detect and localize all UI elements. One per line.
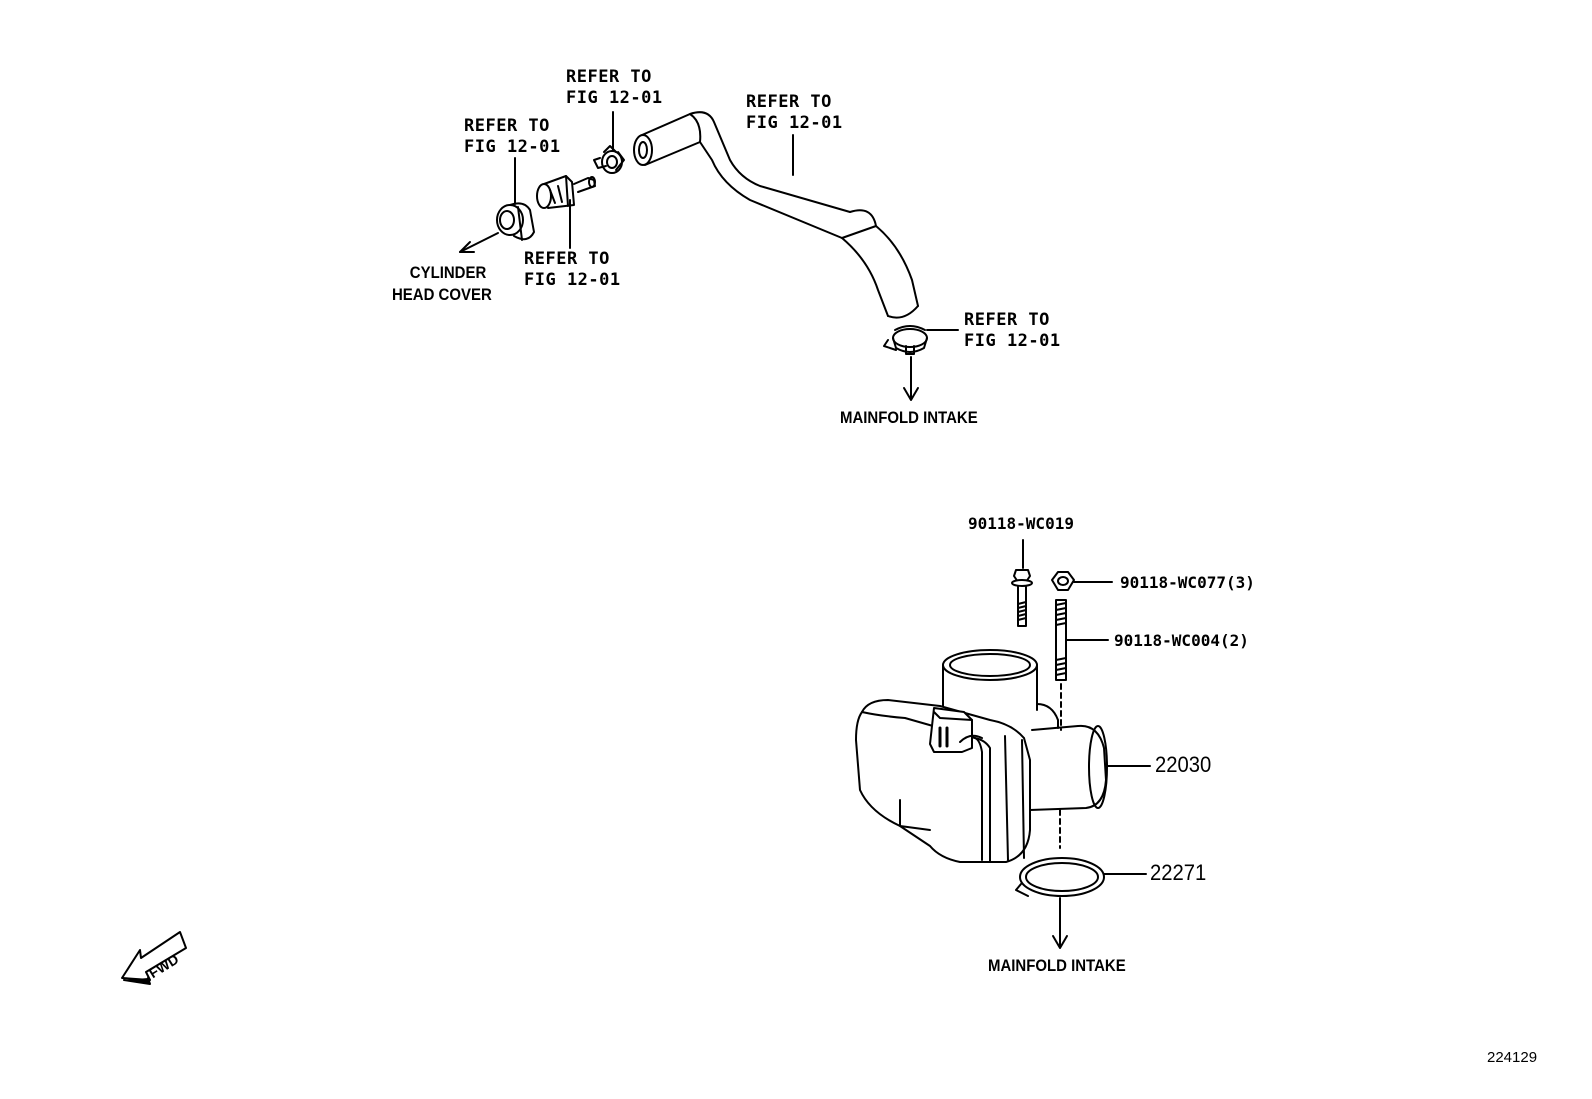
fwd-arrow-icon — [121, 931, 187, 985]
part-number-bolt: 90118-WC019 — [968, 514, 1074, 533]
callout-refer-top: REFER TO FIG 12-01 — [566, 67, 663, 108]
part-number-stud: 90118-WC004(2) — [1114, 631, 1249, 650]
hose-clamp-small — [593, 145, 625, 174]
dest-manifold-intake-lower: MAINFOLD INTAKE — [988, 956, 1126, 975]
callout-refer-clamp: REFER TO FIG 12-01 — [964, 310, 1061, 351]
figure-id: 224129 — [1487, 1049, 1538, 1066]
stud — [1055, 599, 1067, 681]
gasket — [1015, 857, 1105, 897]
pcv-valve — [536, 175, 596, 209]
part-number-nut: 90118-WC077(3) — [1120, 573, 1255, 592]
callout-refer-hose: REFER TO FIG 12-01 — [746, 92, 843, 133]
part-number-throttle-body: 22030 — [1155, 752, 1212, 777]
grommet — [496, 202, 535, 241]
nut — [1051, 571, 1075, 591]
arrow-to-cylinder-head-cover — [459, 232, 499, 253]
ventilation-hose — [633, 111, 919, 319]
dest-cylinder-head-cover: CYLINDER HEAD COVER — [392, 263, 492, 304]
dest-manifold-intake-upper: MAINFOLD INTAKE — [840, 408, 978, 427]
callout-refer-left: REFER TO FIG 12-01 — [464, 116, 561, 157]
bolt — [1011, 569, 1033, 627]
part-number-gasket: 22271 — [1150, 860, 1207, 885]
throttle-body — [855, 649, 1108, 863]
hose-clamp-lower — [883, 325, 928, 355]
callout-refer-valve: REFER TO FIG 12-01 — [524, 249, 621, 290]
